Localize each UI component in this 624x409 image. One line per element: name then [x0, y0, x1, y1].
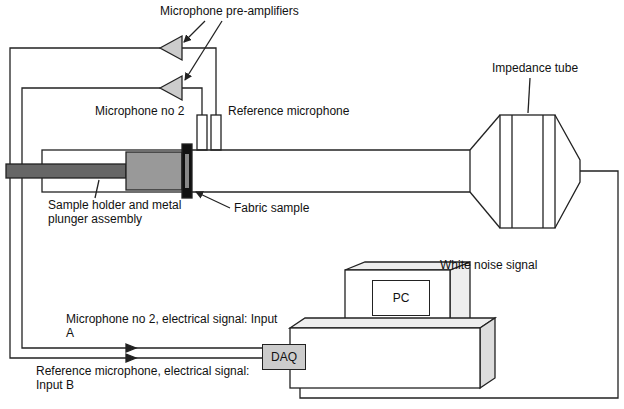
speaker-housing [500, 115, 555, 228]
leader-line [95, 180, 99, 198]
part-label: Reference microphone, electrical signal:… [36, 364, 261, 392]
leader-line [196, 192, 230, 208]
microphone [211, 115, 221, 150]
part-label: Sample holder and metal plunger assembly [48, 198, 188, 226]
wire-arrow [126, 354, 136, 362]
fabric-sample [182, 144, 192, 198]
fabric-sample-face [185, 154, 189, 188]
preamp-symbol [160, 36, 182, 60]
speaker-housing [542, 115, 543, 228]
tube-cone [470, 115, 500, 150]
part-label: Microphone no 2, electrical signal: Inpu… [66, 312, 281, 340]
signal-wire [22, 88, 262, 348]
monitor-screen: PC [372, 280, 430, 316]
part-label: Impedance tube [492, 61, 578, 75]
plunger-rod [6, 164, 126, 178]
wire-arrow [126, 344, 136, 352]
microphone [197, 115, 207, 150]
mic-wire [182, 88, 202, 115]
leader-line [528, 78, 530, 113]
tube-wall [192, 191, 470, 192]
part-label: Microphone no 2 [95, 104, 184, 118]
part-label: White noise signal [440, 258, 537, 272]
node-text: DAQ [271, 350, 297, 364]
leader-line [184, 21, 205, 42]
signal-wire [10, 48, 262, 358]
tube-wall [469, 150, 470, 192]
daq-box: DAQ [262, 344, 306, 370]
computer-case [290, 328, 480, 388]
part-label: Fabric sample [234, 201, 309, 215]
node-text: PC [393, 291, 410, 305]
plunger-head [126, 152, 182, 190]
case-top [290, 318, 495, 328]
leader-line [185, 21, 222, 80]
case-side [480, 318, 495, 388]
speaker-housing [511, 115, 512, 228]
speaker-back [555, 115, 580, 228]
part-label: Microphone pre-amplifiers [160, 4, 299, 18]
preamp-symbol [160, 76, 182, 100]
tube-wall [192, 149, 470, 150]
tube-cone [470, 192, 500, 228]
part-label: Reference microphone [228, 104, 349, 118]
